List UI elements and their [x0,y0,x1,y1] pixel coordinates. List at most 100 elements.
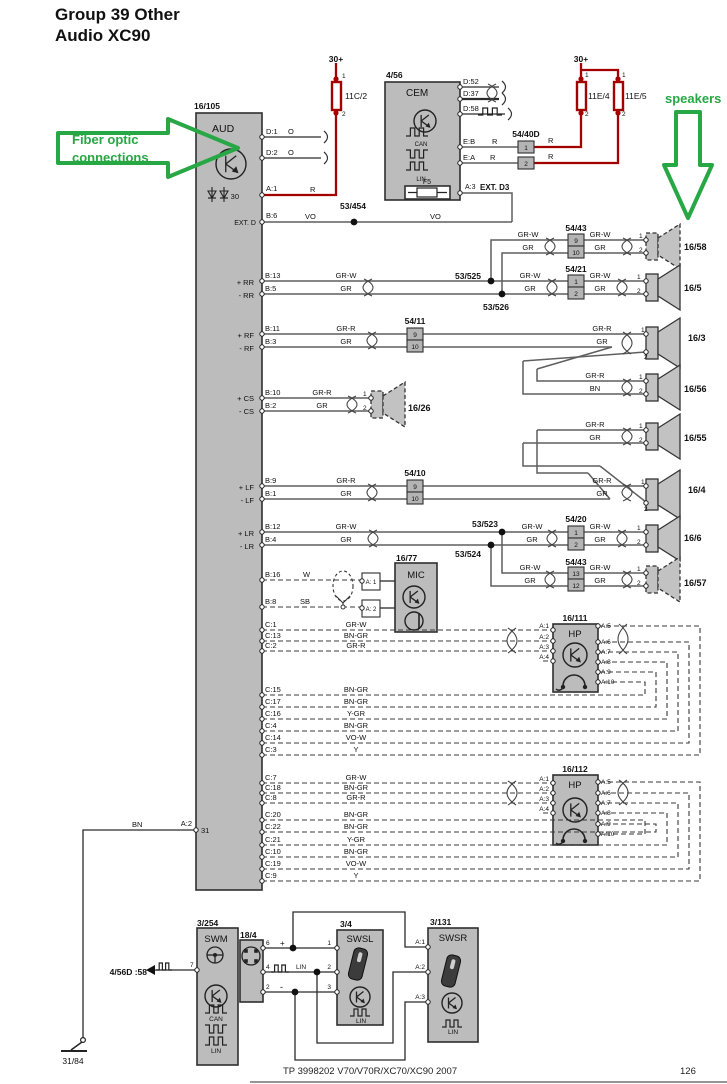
diagram-label: 1 [327,940,331,947]
control-unit-icon [570,647,580,656]
connector-plug-icon [244,959,248,963]
connector-cell-number: 13 [572,571,580,578]
mic-connector-cell-label: A: 1 [366,580,377,586]
diagram-label: + RR [237,278,255,287]
diagram-label: 2 [637,580,641,587]
diagram-label: A:6 [601,639,611,646]
pin [259,878,265,884]
twisted-pair-icon [617,278,628,297]
diagram-label: 16/3 [688,333,706,343]
signal-wave-icon [156,962,172,971]
pin [259,219,265,225]
diagram-label: 16/77 [396,553,418,563]
twisted-pair-icon [367,529,378,548]
diagram-label: GR [594,243,606,252]
pin [457,160,463,166]
diagram-label: 6 [266,940,270,947]
twisted-pair-icon [622,378,633,397]
diagram-label: A:9 [601,669,611,676]
diagram-label: BN-GR [344,685,369,694]
pin [259,344,265,350]
speakers-annotation: speakers [665,91,722,106]
connector-cell-number: 1 [574,279,578,286]
pin [595,800,601,806]
diagram-label: A:3 [465,184,476,191]
diagram-label: B:4 [265,535,276,544]
ground-icon [79,1036,86,1043]
diagram-label: 2 [622,111,626,118]
diagram-label: Y-GR [347,709,366,718]
diagram-label: GR [522,243,534,252]
headphones-icon [582,838,588,844]
connector-plug-icon [254,959,258,963]
diagram-label: A:1 [539,776,549,783]
diagram-label: A:7 [601,649,611,656]
twisted-pair-icon [545,237,556,256]
diagram-label: 1 [639,374,643,381]
diagram-label: R [310,185,316,194]
diagram-label: A:8 [601,659,611,666]
pin [334,989,340,995]
wire-break-icon [323,130,329,144]
diagram-label: 54/21 [565,264,587,274]
signal-wave-icon [205,1036,227,1046]
diagram-label: A:10 [601,831,615,838]
diagram-label: 4/56 [386,70,403,80]
diagram-label: SWSR [439,933,468,944]
diagram-label: AUD [212,123,235,135]
twisted-pair-icon [486,83,497,103]
pin [259,577,265,583]
diagram-label: - CS [239,407,254,416]
diagram-label: B:1 [265,489,276,498]
diagram-label: GR-W [346,773,368,782]
twisted-pair-icon [506,780,517,806]
signal-wave-icon [406,161,428,171]
wire-dashed [262,681,646,696]
diagram-label: A:1 [539,623,549,630]
pin [259,278,265,284]
wire-dashed [262,802,679,858]
control-unit-icon [448,996,456,1004]
diagram-label: VO [305,212,316,221]
pin [259,483,265,489]
control-unit-icon [211,989,221,997]
diagram-label: 11E/4 [588,91,610,101]
diagram-label: 2 [644,354,648,361]
diagram-label: 1 [639,423,643,430]
diagram-label: GR [340,489,352,498]
pin [595,669,601,675]
pin [595,679,601,685]
diagram-label: BN-GR [344,783,369,792]
stalk-switch-icon [347,947,369,981]
diagram-label: GR [316,401,328,410]
pin [595,790,601,796]
control-unit-icon [452,1004,457,1010]
twisted-pair-icon [617,529,628,548]
speaker-16-3 [645,326,659,360]
diagram-label: 54/40D [512,129,539,139]
pin [643,378,649,384]
speakers-arrow [662,110,714,220]
diagram-label: 3/131 [430,917,452,927]
diagram-label: C:20 [265,810,281,819]
diagram-label: GR-W [518,230,540,239]
pin [359,605,365,611]
wire-dashed [262,812,668,846]
pin [550,800,556,806]
diagram-label: 16/111 [562,613,587,623]
pin [260,969,266,975]
diagram-label: GR-W [336,271,358,280]
diagram-label: 31/84 [62,1056,84,1066]
twisted-pair-icon [544,237,555,256]
pin [259,842,265,848]
diagram-label: D:1 [266,127,278,136]
diagram-label: O [288,148,294,157]
pin [259,155,265,161]
diagram-label: 1 [637,274,641,281]
diagram-label: Y-GR [347,835,366,844]
diagram-label: LIN [296,964,306,971]
pin [643,500,649,506]
pin [425,969,431,975]
component-box-mic-16-77 [394,562,438,633]
wire-break-icon [323,151,329,165]
